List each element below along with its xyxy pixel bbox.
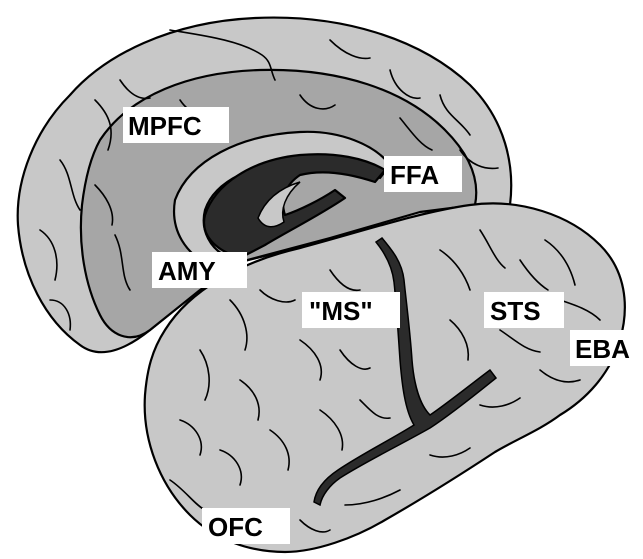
- label-ofc: OFC: [202, 508, 290, 544]
- label-sts: STS: [484, 292, 564, 328]
- label-ffa-text: FFA: [390, 160, 439, 190]
- label-amy-text: AMY: [158, 256, 216, 286]
- label-ms: "MS": [302, 292, 400, 328]
- label-mpfc-text: MPFC: [128, 111, 202, 141]
- label-ms-text: "MS": [309, 296, 373, 326]
- label-ffa: FFA: [384, 156, 462, 192]
- label-ofc-text: OFC: [208, 512, 263, 542]
- label-mpfc: MPFC: [123, 107, 229, 143]
- label-eba: EBA: [570, 330, 643, 366]
- label-sts-text: STS: [490, 296, 541, 326]
- label-amy: AMY: [152, 252, 247, 288]
- label-eba-text: EBA: [575, 334, 630, 364]
